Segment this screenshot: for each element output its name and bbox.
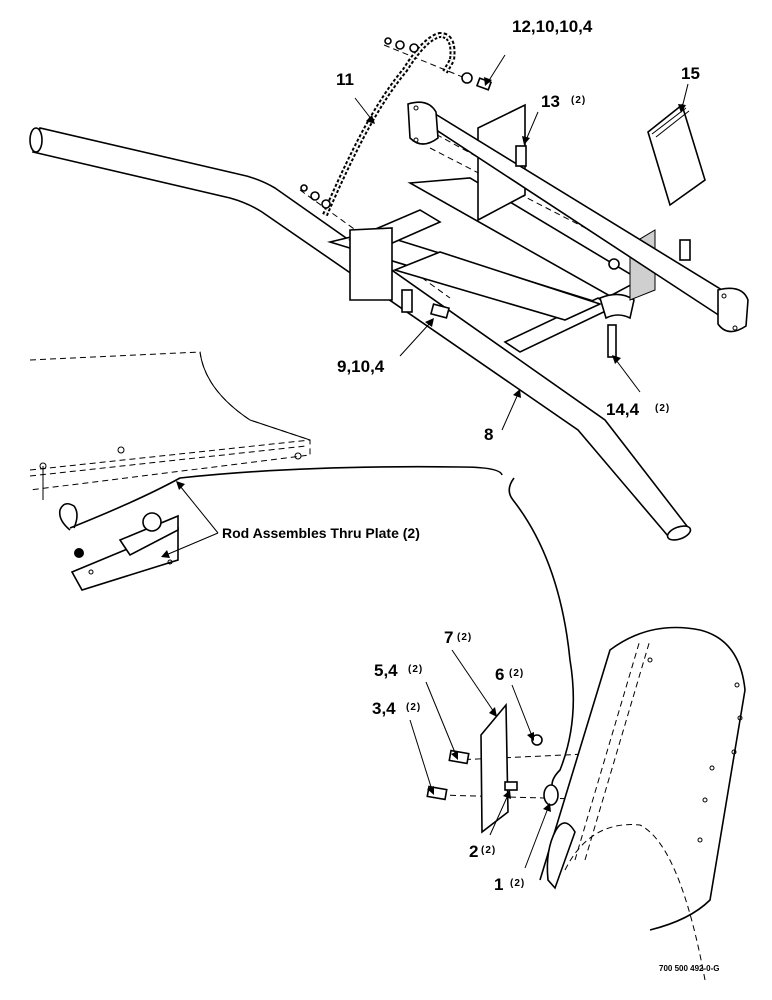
callout-14-qty: (2) xyxy=(655,403,670,414)
callout-6: 6 xyxy=(495,665,504,684)
callout-5-qty: (2) xyxy=(408,664,423,675)
left-rod-plate xyxy=(42,465,503,591)
tongue-tube xyxy=(29,127,692,541)
operator-manual-icon xyxy=(647,103,706,207)
callout-14: 14,4 xyxy=(606,400,640,419)
callout-15: 15 xyxy=(681,64,700,83)
callout-3-qty: (2) xyxy=(406,702,421,713)
callout-7: 7 xyxy=(444,628,453,647)
hitch-frame xyxy=(326,103,656,353)
callout-3: 3,4 xyxy=(372,699,396,718)
callout-6-qty: (2) xyxy=(509,668,524,679)
shaft xyxy=(407,101,749,333)
callout-11: 11 xyxy=(336,70,354,89)
callout-5: 5,4 xyxy=(374,661,398,680)
callout-13-qty: (2) xyxy=(571,95,586,106)
right-shield xyxy=(539,626,746,981)
callout-1: 1 xyxy=(494,875,503,894)
callout-13: 13 xyxy=(541,92,560,111)
callout-7-qty: (2) xyxy=(457,632,472,643)
drawing-number: 700 500 492-0-G xyxy=(659,964,720,973)
callout-2: 2 xyxy=(469,842,478,861)
callouts: 12,10,10,4 11 13 (2) 15 9,10,4 14,4 (2) … xyxy=(222,17,720,973)
rod-assembly-note: Rod Assembles Thru Plate (2) xyxy=(222,525,420,541)
callout-1-qty: (2) xyxy=(510,878,525,889)
hardware-upper xyxy=(300,37,691,358)
left-platform xyxy=(29,351,311,491)
safety-chain xyxy=(322,31,456,217)
callout-9: 9,10,4 xyxy=(337,357,385,376)
callout-12: 12,10,10,4 xyxy=(512,17,593,36)
callout-8: 8 xyxy=(484,425,493,444)
leader-lines xyxy=(161,54,689,869)
right-rod xyxy=(508,477,575,806)
callout-2-qty: (2) xyxy=(481,845,496,856)
